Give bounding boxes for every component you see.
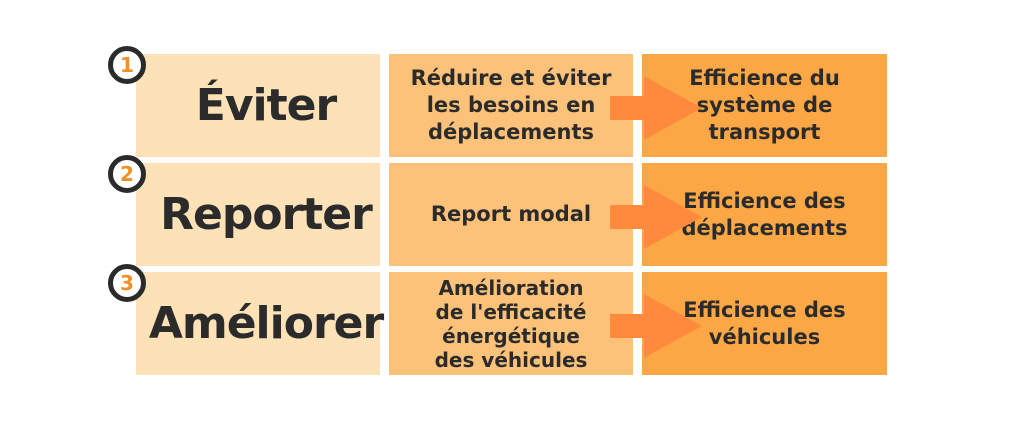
row-eviter: Éviter Réduire et éviter les besoins en … [0, 46, 1030, 157]
strategy-cell: Reporter [136, 163, 380, 266]
action-label: Amélioration de l'efficacité énergétique… [434, 275, 588, 372]
step-number-badge: 3 [108, 264, 146, 302]
strategy-cell: Éviter [136, 54, 380, 157]
action-label: Réduire et éviter les besoins en déplace… [410, 66, 612, 144]
outcome-cell: Efficience du système de transport [642, 54, 887, 157]
step-number-badge: 2 [108, 155, 146, 193]
row-reporter: Reporter Report modal Efficience des dép… [0, 155, 1030, 266]
step-number: 3 [120, 271, 134, 295]
step-number: 1 [120, 53, 134, 77]
outcome-label: Efficience du système de transport [689, 66, 840, 144]
step-number: 2 [120, 162, 134, 186]
action-cell: Report modal [389, 163, 633, 266]
strategy-cell: Améliorer [136, 272, 384, 375]
arrow-right-icon [610, 185, 702, 249]
strategy-label: Éviter [195, 80, 337, 131]
outcome-label: Efficience des déplacements [681, 188, 848, 240]
step-number-badge: 1 [108, 46, 146, 84]
outcome-label: Efficience des véhicules [683, 297, 846, 349]
strategy-label: Reporter [160, 189, 373, 240]
strategy-label: Améliorer [148, 298, 384, 349]
action-cell: Amélioration de l'efficacité énergétique… [389, 272, 633, 375]
arrow-right-icon [610, 294, 702, 358]
arrow-right-icon [610, 76, 702, 140]
action-label: Report modal [430, 202, 592, 226]
action-cell: Réduire et éviter les besoins en déplace… [389, 54, 633, 157]
outcome-cell: Efficience des déplacements [642, 163, 887, 266]
row-ameliorer: Améliorer Amélioration de l'efficacité é… [0, 264, 1030, 375]
